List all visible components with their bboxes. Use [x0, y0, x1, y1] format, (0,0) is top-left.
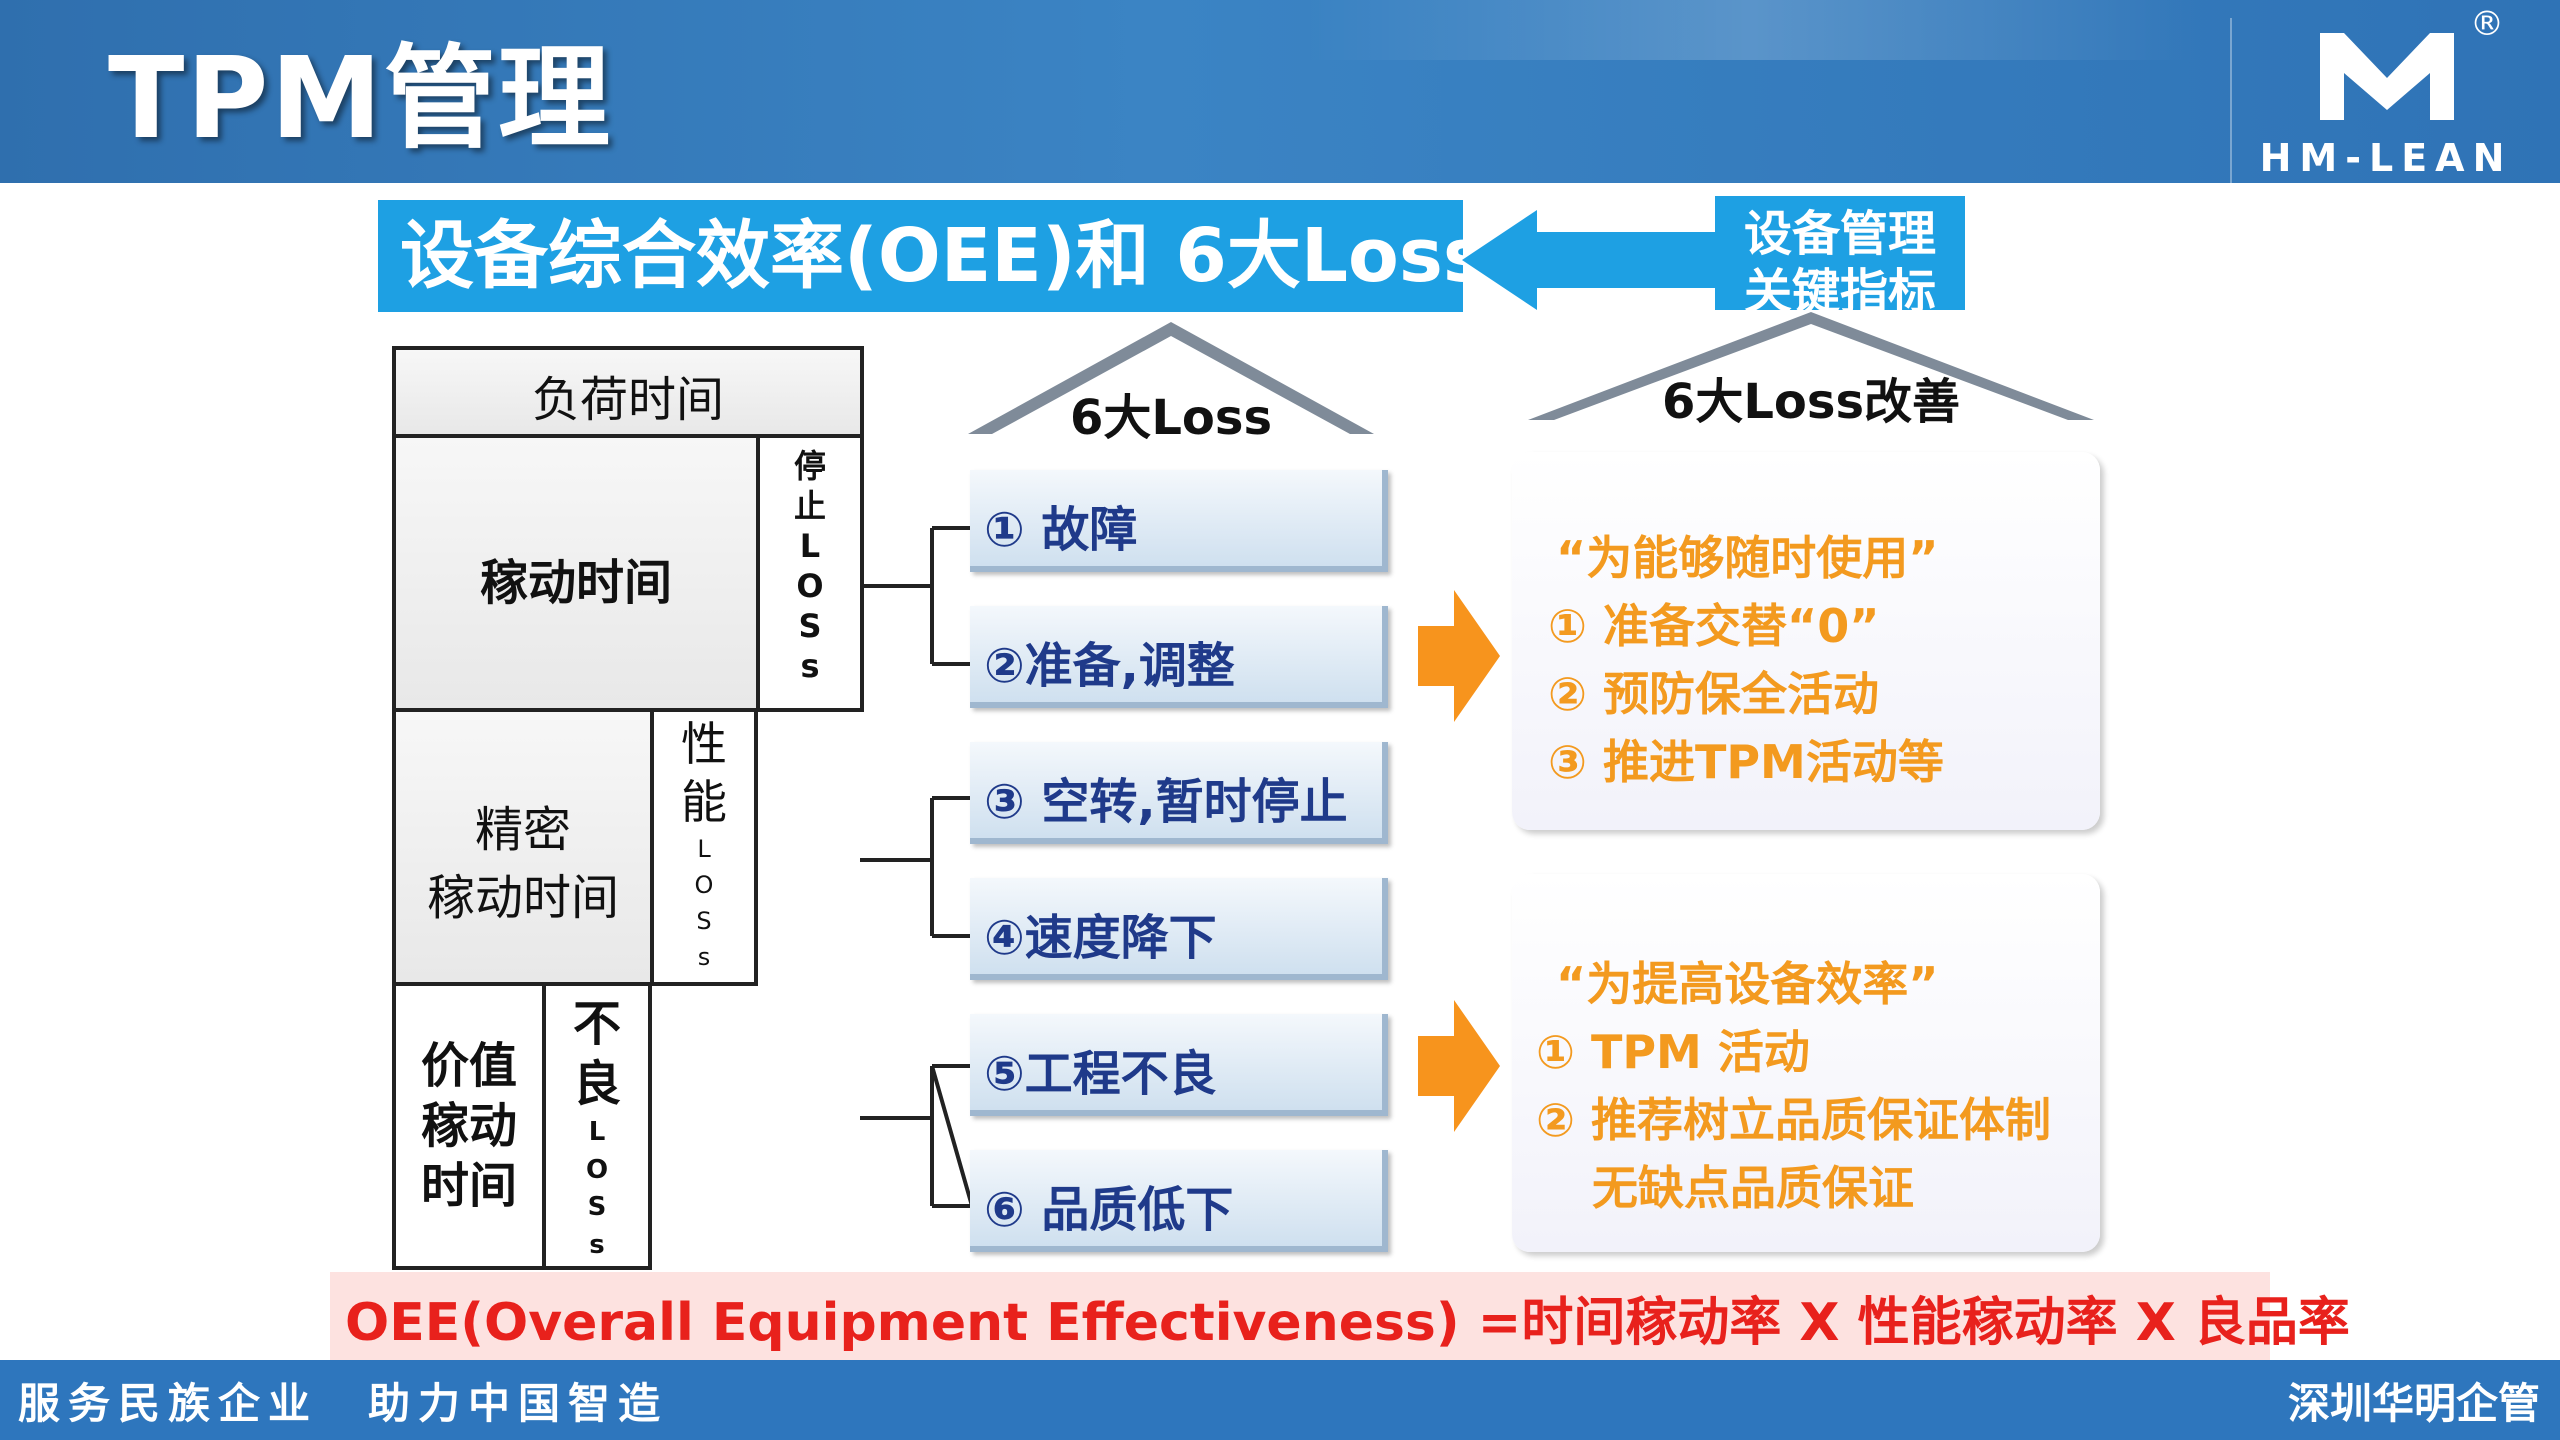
improvement-2-item: ① TPM 活动	[1536, 1025, 1810, 1079]
oee-formula: OEE(Overall Equipment Effectiveness) =时间…	[345, 1293, 2350, 1353]
kpi-line-1: 设备管理	[1743, 206, 1936, 262]
loss-item-1: ① 故障	[970, 470, 1388, 572]
improvement-2-item: 无缺点品质保证	[1592, 1161, 1914, 1215]
improvement-1-item: ① 准备交替“0”	[1548, 599, 1880, 653]
footer-slogan: 服务民族企业 助力中国智造	[18, 1379, 669, 1428]
load-time-cell: 负荷时间	[392, 346, 864, 438]
loss-item-3: ③ 空转,暂时停止	[970, 742, 1388, 844]
value-time-cell: 价值 稼动 时间	[392, 982, 546, 1270]
kpi-box	[1715, 196, 1965, 310]
net-time-cell: 精密 稼动时间	[392, 708, 654, 986]
footer-company: 深圳华明企管	[2287, 1379, 2540, 1428]
loss-item-6: ⑥ 品质低下	[970, 1150, 1388, 1252]
kpi-line-2: 关键指标	[1743, 264, 1936, 320]
formula-box	[330, 1272, 2270, 1360]
left-arrow-icon	[1462, 210, 1722, 310]
defect-loss-cell: 不 良 L O S s	[542, 982, 652, 1270]
improvement-header: 6大Loss改善	[1661, 374, 1961, 430]
loss-item-5: ⑤工程不良	[970, 1014, 1388, 1116]
operating-time-cell: 稼动时间	[392, 434, 760, 712]
improvement-1-item: ② 预防保全活动	[1548, 667, 1879, 721]
registered-mark: ®	[2470, 4, 2504, 44]
main-title-box	[378, 200, 1463, 312]
loss-item-4: ④速度降下	[970, 878, 1388, 980]
logo-text: HM-LEAN	[2259, 136, 2513, 180]
improvement-box-1: “为能够随时使用” ① 准备交替“0” ② 预防保全活动 ③ 推进TPM活动等	[1512, 452, 2100, 830]
load-time-label: 负荷时间	[531, 372, 724, 428]
net-time-line-1: 精密	[474, 802, 571, 858]
stop-loss-cell: 停 止 L O S s	[756, 434, 864, 712]
improvement-1-item: ③ 推进TPM活动等	[1548, 735, 1944, 789]
header-shine	[1300, 0, 2200, 60]
right-arrow-icon	[1418, 590, 1500, 722]
improvement-2-item: ② 推荐树立品质保证体制	[1536, 1093, 2051, 1147]
operating-time-label: 稼动时间	[479, 555, 672, 611]
page-title: TPM管理	[108, 34, 612, 164]
improvement-2-title: “为提高设备效率”	[1556, 957, 1939, 1011]
logo	[2230, 18, 2540, 183]
right-arrow-icon	[1418, 1000, 1500, 1132]
net-time-line-2: 稼动时间	[426, 870, 619, 926]
six-loss-roof	[968, 322, 1374, 434]
value-time-label: 价值 稼动 时间	[420, 1038, 517, 1214]
defect-loss-label: 不 良 L O S s	[572, 996, 621, 1261]
stop-loss-label: 停 止 L O S s	[793, 447, 826, 685]
footer-bar	[0, 1360, 2560, 1440]
loss-item-2: ②准备,调整	[970, 606, 1388, 708]
header-bar	[0, 0, 2560, 183]
hm-logo-icon	[2320, 33, 2454, 120]
bracket-connectors	[860, 526, 974, 1208]
perf-loss-cell: 性 能 L O S s	[650, 708, 758, 986]
six-loss-header: 6大Loss	[1069, 390, 1273, 446]
main-title: 设备综合效率(OEE)和 6大Loss	[400, 213, 1487, 299]
improvement-box-2: “为提高设备效率” ① TPM 活动 ② 推荐树立品质保证体制 无缺点品质保证	[1512, 874, 2100, 1252]
perf-loss-label: 性 能 L O S s	[681, 717, 727, 971]
improvement-1-title: “为能够随时使用”	[1556, 531, 1939, 585]
